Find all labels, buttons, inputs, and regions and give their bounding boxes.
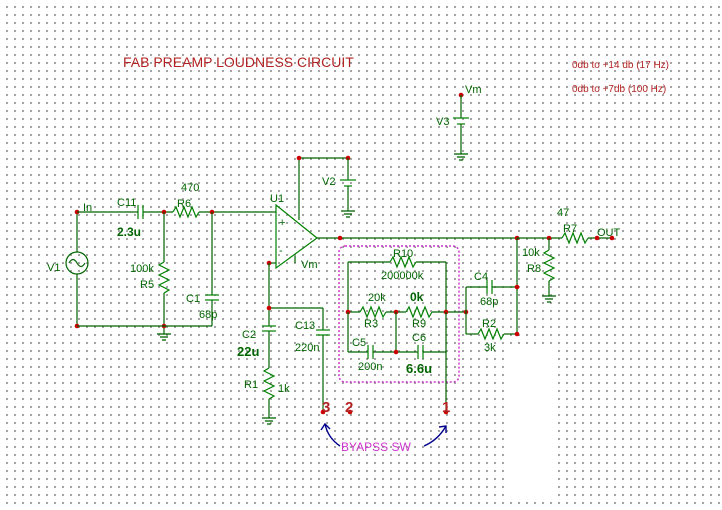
svg-text:C13: C13 <box>295 320 315 332</box>
svg-text:C1: C1 <box>186 293 200 305</box>
svg-text:+: + <box>279 217 285 229</box>
svg-text:C5: C5 <box>352 337 366 349</box>
input-source-v1: In V1 <box>47 202 92 329</box>
battery-v2: V2 <box>322 158 356 218</box>
svg-text:R2: R2 <box>482 318 496 330</box>
bypass-switch-label: BYAPSS SW <box>341 440 411 454</box>
svg-text:R7: R7 <box>563 223 577 235</box>
blank-region <box>507 344 552 500</box>
svg-text:Vm: Vm <box>301 259 318 271</box>
svg-text:68p: 68p <box>480 296 498 308</box>
resistor-r2: R2 3k <box>477 318 505 354</box>
v1-label: V1 <box>47 262 60 274</box>
out-label: OUT <box>597 227 621 239</box>
bypass-network-box <box>338 245 460 383</box>
svg-text:C4: C4 <box>474 271 488 283</box>
svg-text:1k: 1k <box>278 383 290 395</box>
svg-text:100k: 100k <box>130 263 154 275</box>
ground-icon <box>157 333 171 341</box>
note-17hz: 0db to +14 db (17 Hz) <box>572 60 669 71</box>
svg-text:0k: 0k <box>410 290 424 304</box>
svg-text:R6: R6 <box>177 198 191 210</box>
svg-text:-: - <box>279 245 283 257</box>
svg-text:20k: 20k <box>368 292 386 304</box>
opamp-u1: U1 + - Vm <box>270 193 318 271</box>
capacitor-c5: C5 200n <box>352 337 382 373</box>
svg-text:200000k: 200000k <box>381 270 424 282</box>
capacitor-c4: C4 68p <box>474 271 498 308</box>
pin-2-label: 2 <box>345 399 353 416</box>
svg-text:10k: 10k <box>522 247 540 259</box>
svg-text:R5: R5 <box>140 279 154 291</box>
resistor-r7: 47 R7 <box>557 207 589 245</box>
svg-text:V3: V3 <box>436 116 449 128</box>
svg-text:470: 470 <box>181 182 199 194</box>
svg-text:22u: 22u <box>237 344 259 359</box>
svg-text:C11: C11 <box>117 197 136 209</box>
resistor-r6: 470 R6 <box>172 182 200 219</box>
svg-text:C2: C2 <box>242 329 256 341</box>
svg-text:C6: C6 <box>412 332 426 344</box>
svg-text:Vm: Vm <box>465 84 482 96</box>
svg-text:2.3u: 2.3u <box>117 225 141 239</box>
capacitor-c2: C2 22u <box>237 325 276 359</box>
ground-icon <box>262 417 276 425</box>
pin-3-label: 3 <box>322 399 330 416</box>
resistor-r10: R10 200000k <box>381 248 424 282</box>
svg-text:R9: R9 <box>412 318 426 330</box>
svg-text:3k: 3k <box>484 342 496 354</box>
capacitor-c13: C13 220n <box>295 320 330 354</box>
in-label: In <box>83 202 92 214</box>
pin-1-label: 1 <box>442 399 450 416</box>
svg-text:V2: V2 <box>322 176 335 188</box>
svg-text:68p: 68p <box>199 309 217 321</box>
arrow-to-pin-3 <box>320 422 341 447</box>
ground-icon <box>542 295 556 303</box>
svg-text:R1: R1 <box>244 379 258 391</box>
svg-text:200n: 200n <box>358 361 382 373</box>
svg-text:U1: U1 <box>270 193 284 205</box>
svg-text:6.6u: 6.6u <box>406 361 432 376</box>
circuit-title: FAB PREAMP LOUDNESS CIRCUIT <box>123 54 354 70</box>
arrow-to-pin-1 <box>423 425 447 447</box>
resistor-r9: 0k R9 <box>405 290 433 330</box>
resistor-r3: 20k R3 <box>359 292 387 330</box>
capacitor-c6: C6 6.6u <box>406 332 432 376</box>
svg-text:R10: R10 <box>393 248 413 260</box>
note-100hz: 0db to +7db (100 Hz) <box>572 84 666 95</box>
resistor-r1: R1 1k <box>244 367 290 400</box>
svg-text:220n: 220n <box>295 342 319 354</box>
battery-v3: Vm V3 <box>436 84 482 161</box>
svg-text:R8: R8 <box>527 263 541 275</box>
svg-text:R3: R3 <box>364 318 378 330</box>
capacitor-c1: C1 68p <box>186 293 219 321</box>
capacitor-c11: C11 2.3u <box>117 197 144 239</box>
svg-text:47: 47 <box>557 207 569 219</box>
resistor-r5: 100k R5 <box>130 261 171 294</box>
resistor-r8: 10k R8 <box>522 247 556 282</box>
